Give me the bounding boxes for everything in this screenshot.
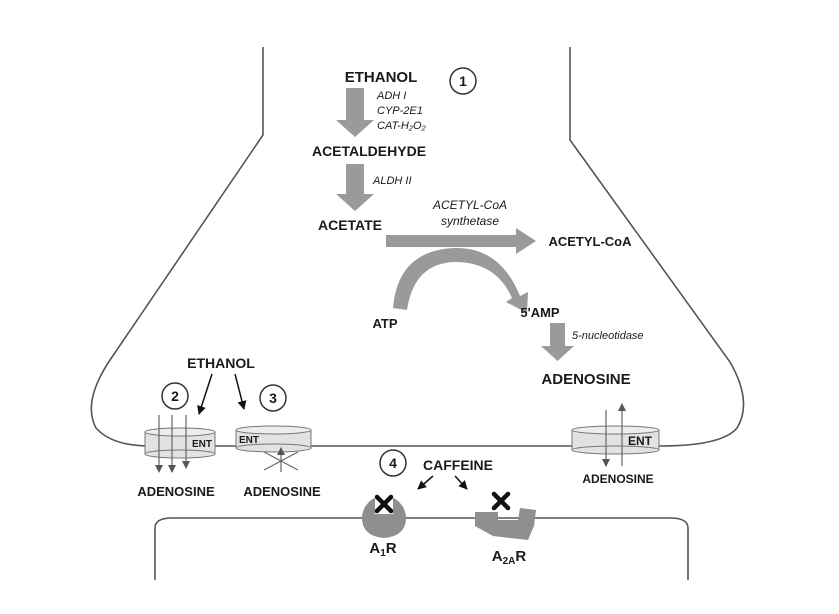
nucleotidase-label: 5-nucleotidase [572,330,644,342]
svg-text:1: 1 [459,73,467,89]
ethanol-label: ETHANOL [345,69,418,86]
a2a-block-x-icon [491,491,511,511]
a2a-receptor [475,508,536,540]
acetate-to-acetylcoa-arrow [386,228,536,254]
ent-transporter-2: ENT [235,425,312,453]
atp-to-amp-curved-arrow [393,247,528,313]
svg-text:ENT: ENT [628,434,653,448]
enzyme-cyp2e1: CYP-2E1 [377,105,423,117]
acetylcoa-label: ACETYL-CoA [548,234,632,249]
step-marker-4: 4 [379,449,407,477]
ethanol-to-acetaldehyde-arrow [336,88,374,137]
step-marker-1: 1 [449,67,477,95]
step-marker-3: 3 [259,384,287,412]
acetate-label: ACETATE [318,217,382,233]
uptake-block-x-icon [263,451,299,471]
svg-text:ENT: ENT [192,439,212,450]
acetyl-synthetase-label-2: synthetase [441,214,499,228]
amp-to-adenosine-arrow [541,323,574,361]
adenosine-label-2: ADENOSINE [243,484,321,499]
caffeine-to-a2ar-arrow [454,475,468,490]
atp-label: ATP [372,316,397,331]
step-marker-2: 2 [161,382,189,410]
a1-block-x-icon [374,494,394,514]
adenosine-label-3: ADENOSINE [582,472,653,486]
a1r-label: A1R [369,540,396,559]
caffeine-label: CAFFEINE [423,457,493,473]
presynaptic-terminal-outline [90,47,745,447]
enzyme-aldh2: ALDH II [372,175,412,187]
a2ar-label: A2AR [492,548,527,567]
svg-text:2: 2 [171,388,179,404]
ent-transporter-1: ENT [144,427,216,459]
amp-label: 5'AMP [520,305,560,320]
ethanol-to-ent-arrow-3 [234,373,247,410]
ent-transporter-3: ENT [571,425,660,455]
svg-text:4: 4 [389,455,397,471]
acetaldehyde-to-acetate-arrow [336,164,374,211]
adenosine-intracellular-label: ADENOSINE [541,371,630,388]
acetaldehyde-label: ACETALDEHYDE [312,143,426,159]
ethanol-to-ent-arrow-2 [197,373,213,415]
postsynaptic-membrane [154,517,689,580]
ethanol-membrane-label: ETHANOL [187,355,255,371]
svg-text:ENT: ENT [239,435,259,446]
enzyme-cat-h2o2: CAT-H₂O₂ [377,120,427,132]
svg-text:3: 3 [269,390,277,406]
adenosine-label-1: ADENOSINE [137,484,215,499]
caffeine-to-a1r-arrow [417,475,434,490]
enzyme-adh1: ADH I [376,90,406,102]
acetyl-synthetase-label-1: ACETYL-CoA [432,198,507,212]
